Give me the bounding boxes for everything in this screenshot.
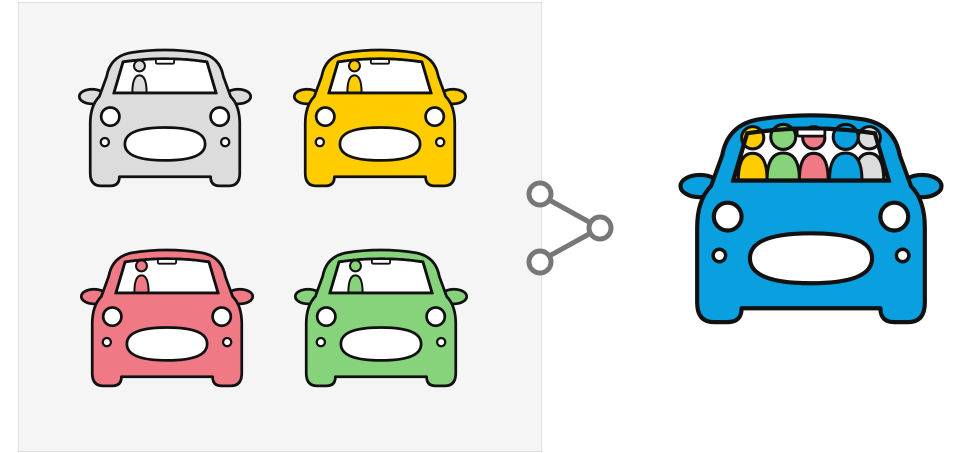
car-gray-icon [72, 40, 258, 195]
car-pink-icon [74, 240, 260, 395]
car-green-icon [288, 240, 474, 395]
car-yellow-icon [287, 40, 473, 195]
share-icon [524, 180, 620, 276]
car-blue-icon [670, 100, 952, 336]
